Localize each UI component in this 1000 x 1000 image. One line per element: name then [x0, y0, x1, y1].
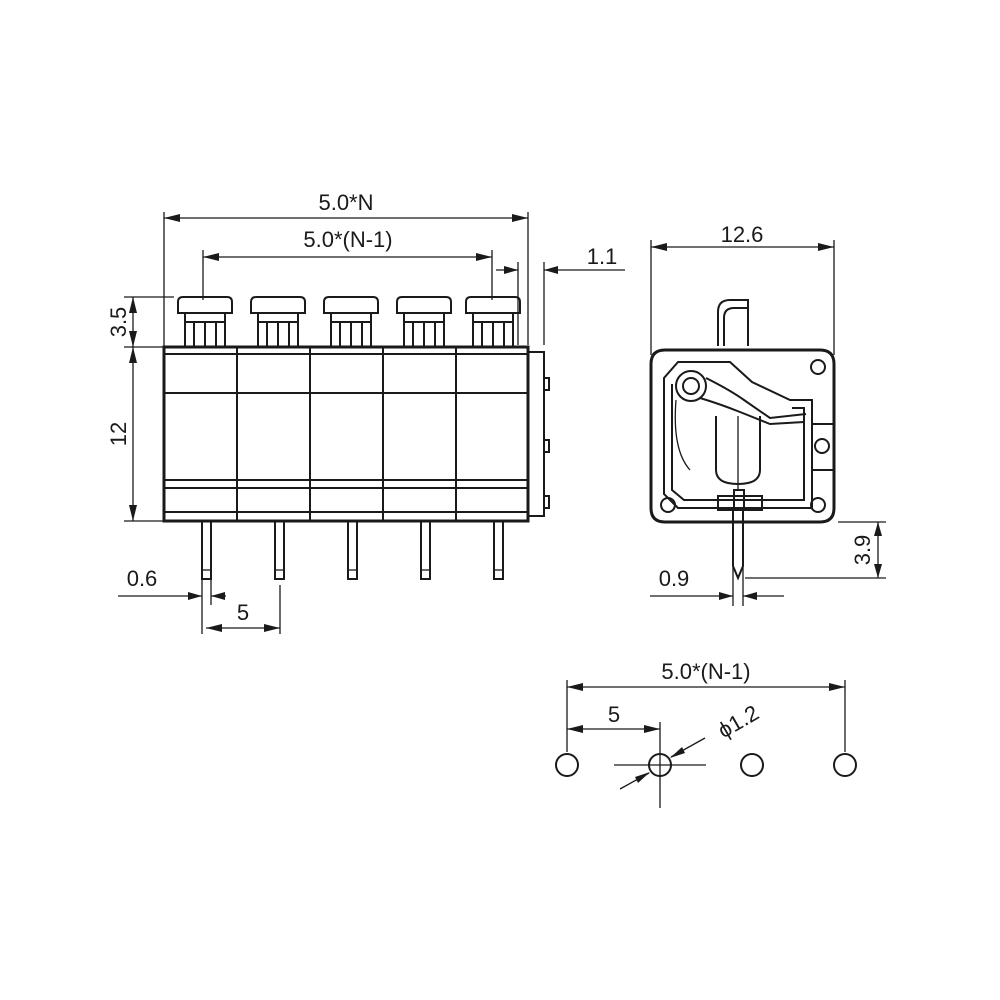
pcb-hole-4 — [833, 753, 857, 777]
pcb-layout: 5.0*(N-1) 5 ϕ1.2 — [555, 659, 857, 808]
dim-pin-width: 0.6 — [127, 566, 158, 591]
dim-button-height: 3.5 — [106, 307, 131, 338]
push-button-2 — [250, 296, 306, 348]
dim-overall-width: 5.0*N — [318, 190, 373, 215]
pcb-hole-3 — [740, 753, 764, 777]
dim-pitch: 5 — [237, 600, 249, 625]
dim-body-height: 12 — [106, 422, 131, 446]
dim-pin-length: 3.9 — [850, 535, 875, 566]
front-pins — [201, 520, 504, 580]
dim-hole-span: 5.0*(N-1) — [661, 659, 750, 684]
dim-hole-pitch: 5 — [608, 702, 620, 727]
push-button-4 — [396, 296, 452, 348]
dim-end-offset: 1.1 — [587, 244, 618, 269]
dim-hole-diameter: ϕ1.2 — [713, 700, 763, 743]
push-button-5 — [465, 296, 521, 348]
dim-depth: 12.6 — [721, 222, 764, 247]
side-view: 12.6 3.9 — [649, 222, 886, 606]
pcb-hole-1 — [555, 753, 579, 777]
dim-side-pin-width: 0.9 — [659, 566, 690, 591]
push-button-1 — [177, 296, 233, 348]
dim-pitch-span: 5.0*(N-1) — [303, 227, 392, 252]
push-button-3 — [323, 296, 379, 348]
front-view: 5.0*N 5.0*(N-1) 1.1 3.5 12 — [106, 190, 625, 634]
